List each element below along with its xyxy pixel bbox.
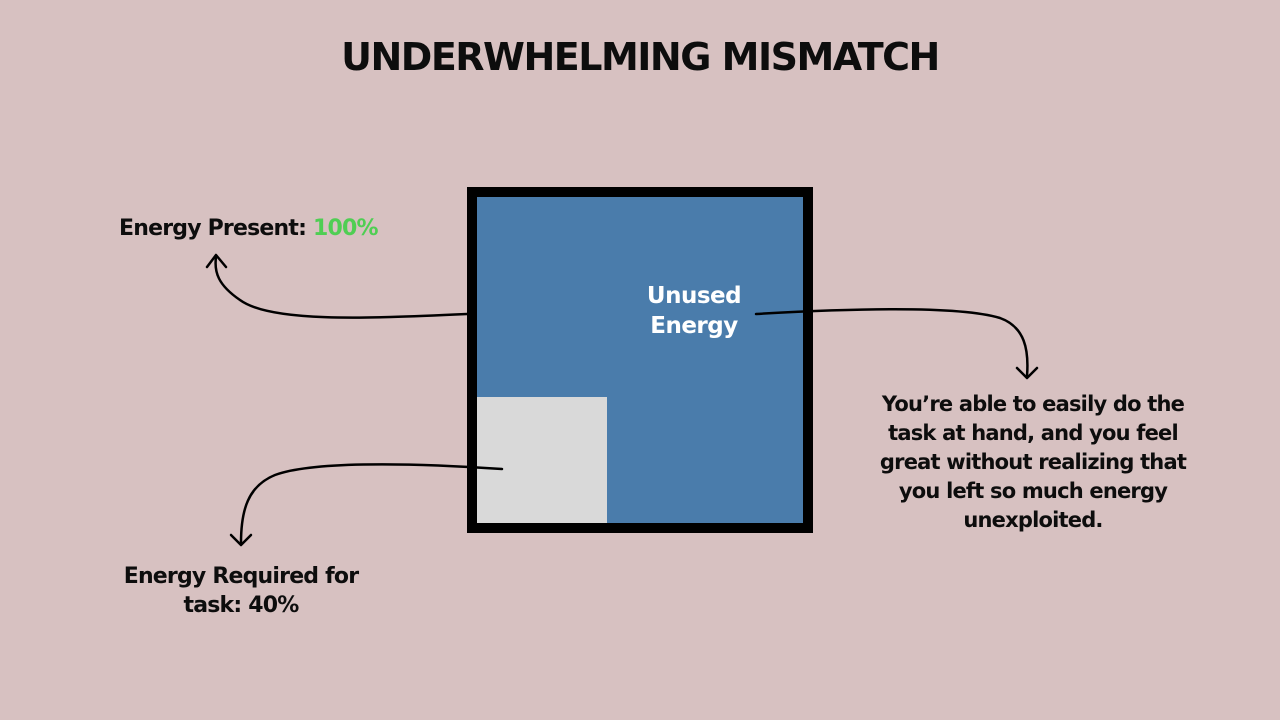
unused-energy-label: Unused Energy xyxy=(646,283,742,339)
explanation-text: You’re able to easily do the task at han… xyxy=(879,392,1187,532)
arrowhead-explanation xyxy=(1015,366,1039,380)
arrow-to-explanation xyxy=(754,308,1029,378)
energy-present-label: Energy Present: 100% xyxy=(119,214,379,244)
energy-present-text: Energy Present: xyxy=(119,216,313,241)
arrowhead-energy-required xyxy=(229,533,253,547)
arrow-to-energy-required xyxy=(239,463,504,545)
energy-required-block xyxy=(477,397,608,523)
energy-required-label: Energy Required for task: 40% xyxy=(123,564,359,618)
diagram-title: UNDERWHELMING MISMATCH xyxy=(341,35,940,79)
arrow-to-energy-present xyxy=(214,255,469,319)
arrowhead-energy-present xyxy=(205,253,228,269)
energy-present-box xyxy=(467,187,813,533)
energy-present-value: 100% xyxy=(312,216,379,241)
